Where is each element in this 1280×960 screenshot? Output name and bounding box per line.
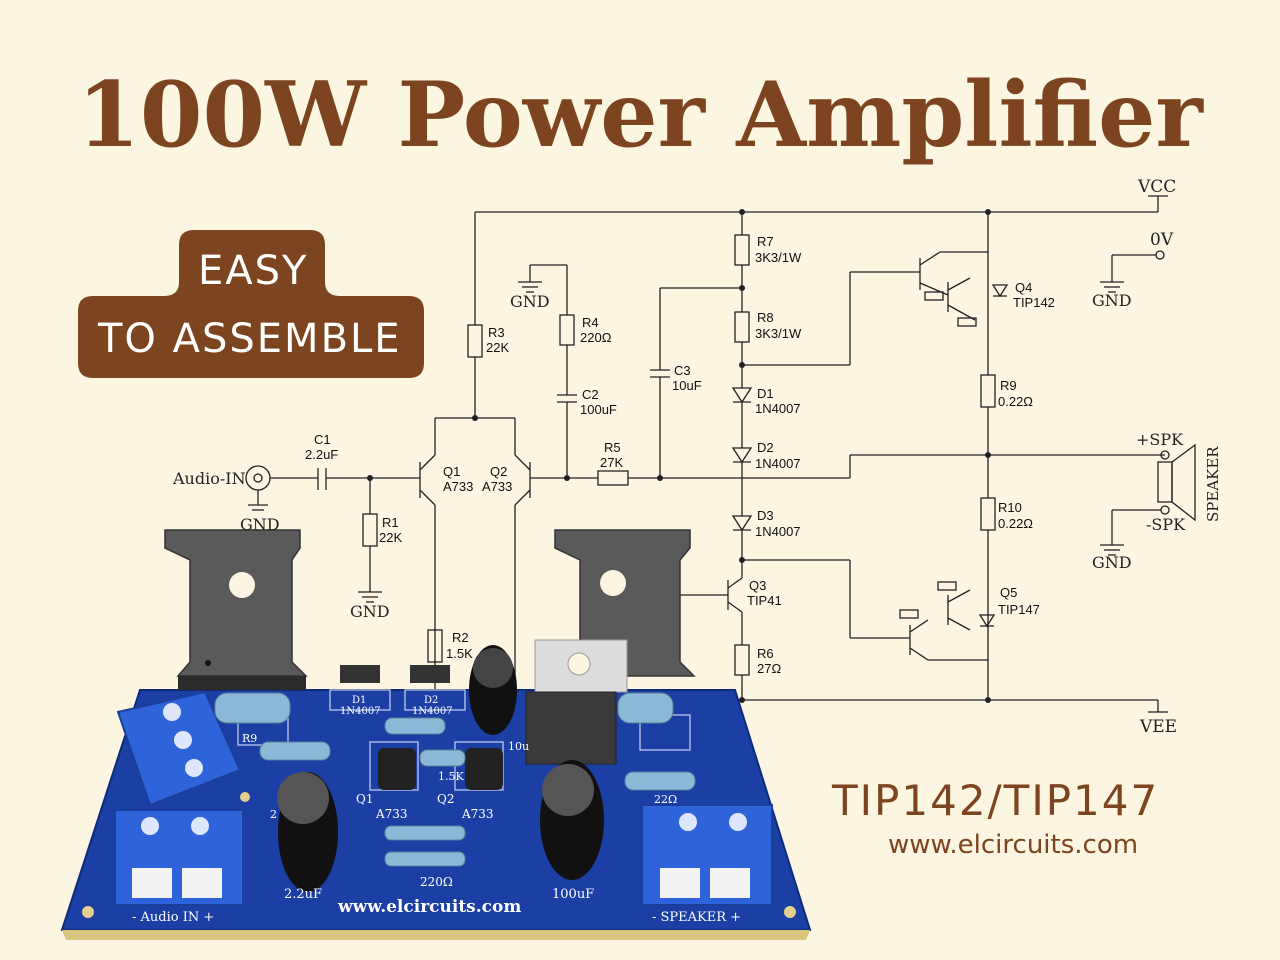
pcb-r4-label: 220Ω [420, 875, 453, 889]
pcb-q2-label: Q2 [437, 792, 454, 806]
c1-value: 2.2uF [305, 447, 338, 462]
r5-ref: R5 [604, 440, 621, 455]
d2-value: 1N4007 [755, 456, 801, 471]
pcb-r2-label: 1.5K [438, 770, 464, 783]
q5-ref: Q5 [1000, 585, 1017, 600]
pcb-audio-in-label: - Audio IN + [132, 910, 214, 925]
r4-value: 220Ω [580, 330, 612, 345]
pcb-c3-label: 10u [508, 740, 529, 753]
q3-value: TIP41 [747, 593, 782, 608]
pcb-q2-type: A733 [461, 807, 494, 821]
c3-value: 10uF [672, 378, 702, 393]
r10-value: 0.22Ω [998, 516, 1033, 531]
pcb-q1-label: Q1 [356, 792, 373, 806]
r3-value: 22K [486, 340, 509, 355]
r1-value: 22K [379, 530, 402, 545]
part-number: TIP142/TIP147 [832, 776, 1160, 825]
page-title: 100W Power Amplifier [77, 62, 1203, 168]
r6-value: 27Ω [757, 661, 781, 676]
pcb-r6-label: 22Ω [654, 793, 677, 806]
pcb-board [60, 529, 812, 940]
vee-label: VEE [1139, 717, 1177, 737]
q4-ref: Q4 [1015, 280, 1032, 295]
pcb-website-label: www.elcircuits.com [337, 897, 521, 917]
r10-ref: R10 [998, 500, 1022, 515]
q5-value: TIP147 [998, 602, 1040, 617]
pcb-c1-label: 2.2uF [284, 887, 322, 902]
pcb-d1-type: 1N4007 [340, 706, 381, 717]
r8-value: 3K3/1W [755, 326, 802, 341]
r9-ref: R9 [1000, 378, 1017, 393]
r5-value: 27K [600, 455, 623, 470]
spk-neg-label: -SPK [1146, 515, 1186, 534]
r9-value: 0.22Ω [998, 394, 1033, 409]
pcb-d2-type: 1N4007 [412, 706, 453, 717]
r8-ref: R8 [757, 310, 774, 325]
pcb-speaker-label: - SPEAKER + [652, 910, 741, 925]
pcb-r3-label: 2 [270, 808, 277, 821]
easy-badge: EASY TO ASSEMBLE [78, 230, 424, 378]
d3-value: 1N4007 [755, 524, 801, 539]
c3-ref: C3 [674, 363, 691, 378]
badge-line-2: TO ASSEMBLE [98, 316, 402, 362]
gnd-label-r1: GND [350, 602, 390, 621]
gnd-label-r4: GND [510, 292, 550, 311]
pcb-d1-label: D1 [352, 695, 366, 706]
d3-ref: D3 [757, 508, 774, 523]
vcc-label: VCC [1137, 177, 1176, 197]
c1-ref: C1 [314, 432, 331, 447]
r3-ref: R3 [488, 325, 505, 340]
q4-value: TIP142 [1013, 295, 1055, 310]
q2-value: A733 [482, 479, 512, 494]
audio-in-label: Audio-IN [172, 469, 246, 488]
pcb-c2-label: 100uF [552, 887, 594, 902]
speaker-label: SPEAKER [1204, 446, 1222, 522]
q2-ref: Q2 [490, 464, 507, 479]
r2-value: 1.5K [446, 646, 473, 661]
r1-ref: R1 [382, 515, 399, 530]
d1-value: 1N4007 [755, 401, 801, 416]
c2-ref: C2 [582, 387, 599, 402]
badge-line-1: EASY [198, 248, 309, 294]
pcb-d2-label: D2 [424, 695, 438, 706]
q1-ref: Q1 [443, 464, 460, 479]
q1-value: A733 [443, 479, 473, 494]
gnd-label-right-bottom: GND [1092, 553, 1132, 572]
c2-value: 100uF [580, 402, 617, 417]
r6-ref: R6 [757, 646, 774, 661]
r4-ref: R4 [582, 315, 599, 330]
d2-ref: D2 [757, 440, 774, 455]
r7-ref: R7 [757, 234, 774, 249]
website-label: www.elcircuits.com [888, 830, 1139, 860]
pcb-r9-label: R9 [242, 732, 257, 745]
zero-v-label: 0V [1150, 230, 1174, 250]
r2-ref: R2 [452, 630, 469, 645]
r7-value: 3K3/1W [755, 250, 802, 265]
spk-pos-label: +SPK [1136, 430, 1184, 449]
pcb-q1-type: A733 [375, 807, 408, 821]
q3-ref: Q3 [749, 578, 766, 593]
d1-ref: D1 [757, 386, 774, 401]
gnd-label-right-top: GND [1092, 291, 1132, 310]
